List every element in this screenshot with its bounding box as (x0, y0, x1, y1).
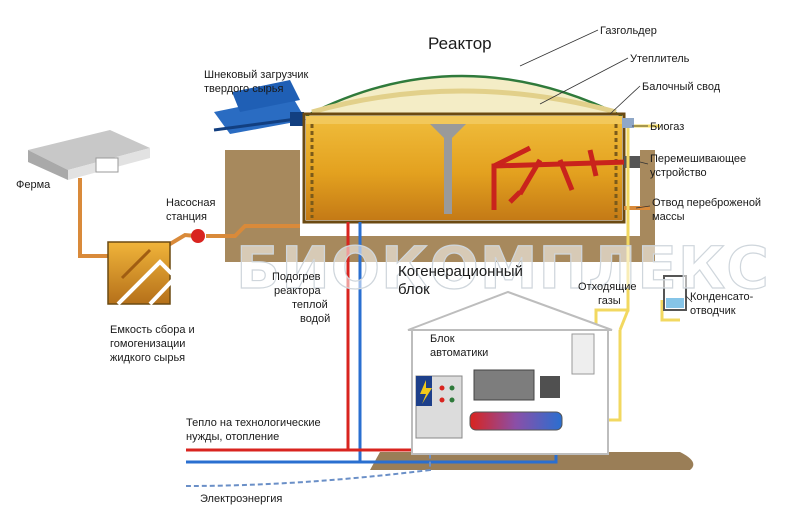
mixer-label-2: устройство (650, 167, 707, 179)
condensate-trap (663, 275, 687, 311)
removal-label-2: массы (652, 211, 685, 223)
cogeneration-label-1: Когенерационный (398, 263, 523, 280)
screw-label-1: Шнековый загрузчик (204, 69, 308, 81)
tank-label-3: жидкого сырья (110, 352, 185, 364)
cogeneration-label-2: блок (398, 281, 430, 298)
mixer-label-1: Перемешивающее (650, 153, 746, 165)
exhaust-label-1: Отходящие (578, 281, 637, 293)
collection-tank (107, 241, 190, 306)
electricity-label: Электроэнергия (200, 493, 282, 505)
heating-label-3: теплой (292, 299, 328, 311)
mixer (491, 145, 629, 210)
electricity-cable (185, 446, 431, 487)
screw-loader (213, 80, 306, 134)
screw-label-2: твердого сырья (204, 83, 283, 95)
exhaust-label-2: газы (598, 295, 621, 307)
condensate-label-2: отводчик (690, 305, 736, 317)
watermark: БИОКОМПЛЕКС (236, 234, 770, 302)
beam-vault-label: Балочный свод (642, 81, 721, 93)
removal-label-1: Отвод переброженой (652, 197, 761, 209)
automation-label-2: автоматики (430, 347, 488, 359)
heating-label-2: реактора (274, 285, 321, 297)
pump-station-icon (191, 229, 205, 243)
gasholder-label: Газгольдер (600, 25, 657, 37)
farm-building (28, 130, 150, 180)
cogeneration-house (407, 290, 613, 455)
biogas-label: Биогаз (650, 121, 684, 133)
pump-label-2: станция (166, 211, 207, 223)
heat-label-2: нужды, отопление (186, 431, 279, 443)
insulation-label: Утеплитель (630, 53, 690, 65)
tank-label-1: Емкость сбора и (110, 324, 195, 336)
condensate-label-1: Конденсато- (690, 291, 754, 303)
tank-label-2: гомогенизации (110, 338, 185, 350)
heating-label-1: Подогрев (272, 271, 321, 283)
pump-label-1: Насосная (166, 197, 215, 209)
automation-label-1: Блок (430, 333, 455, 345)
biogas-valve-icon (622, 118, 634, 128)
leader-lines (519, 29, 693, 303)
farm-label: Ферма (16, 179, 51, 191)
reactor (302, 74, 626, 224)
heat-label-1: Тепло на технологические (186, 417, 321, 429)
heating-label-4: водой (300, 313, 330, 325)
mixer-motor (624, 156, 640, 168)
reactor-label: Реактор (428, 34, 492, 53)
